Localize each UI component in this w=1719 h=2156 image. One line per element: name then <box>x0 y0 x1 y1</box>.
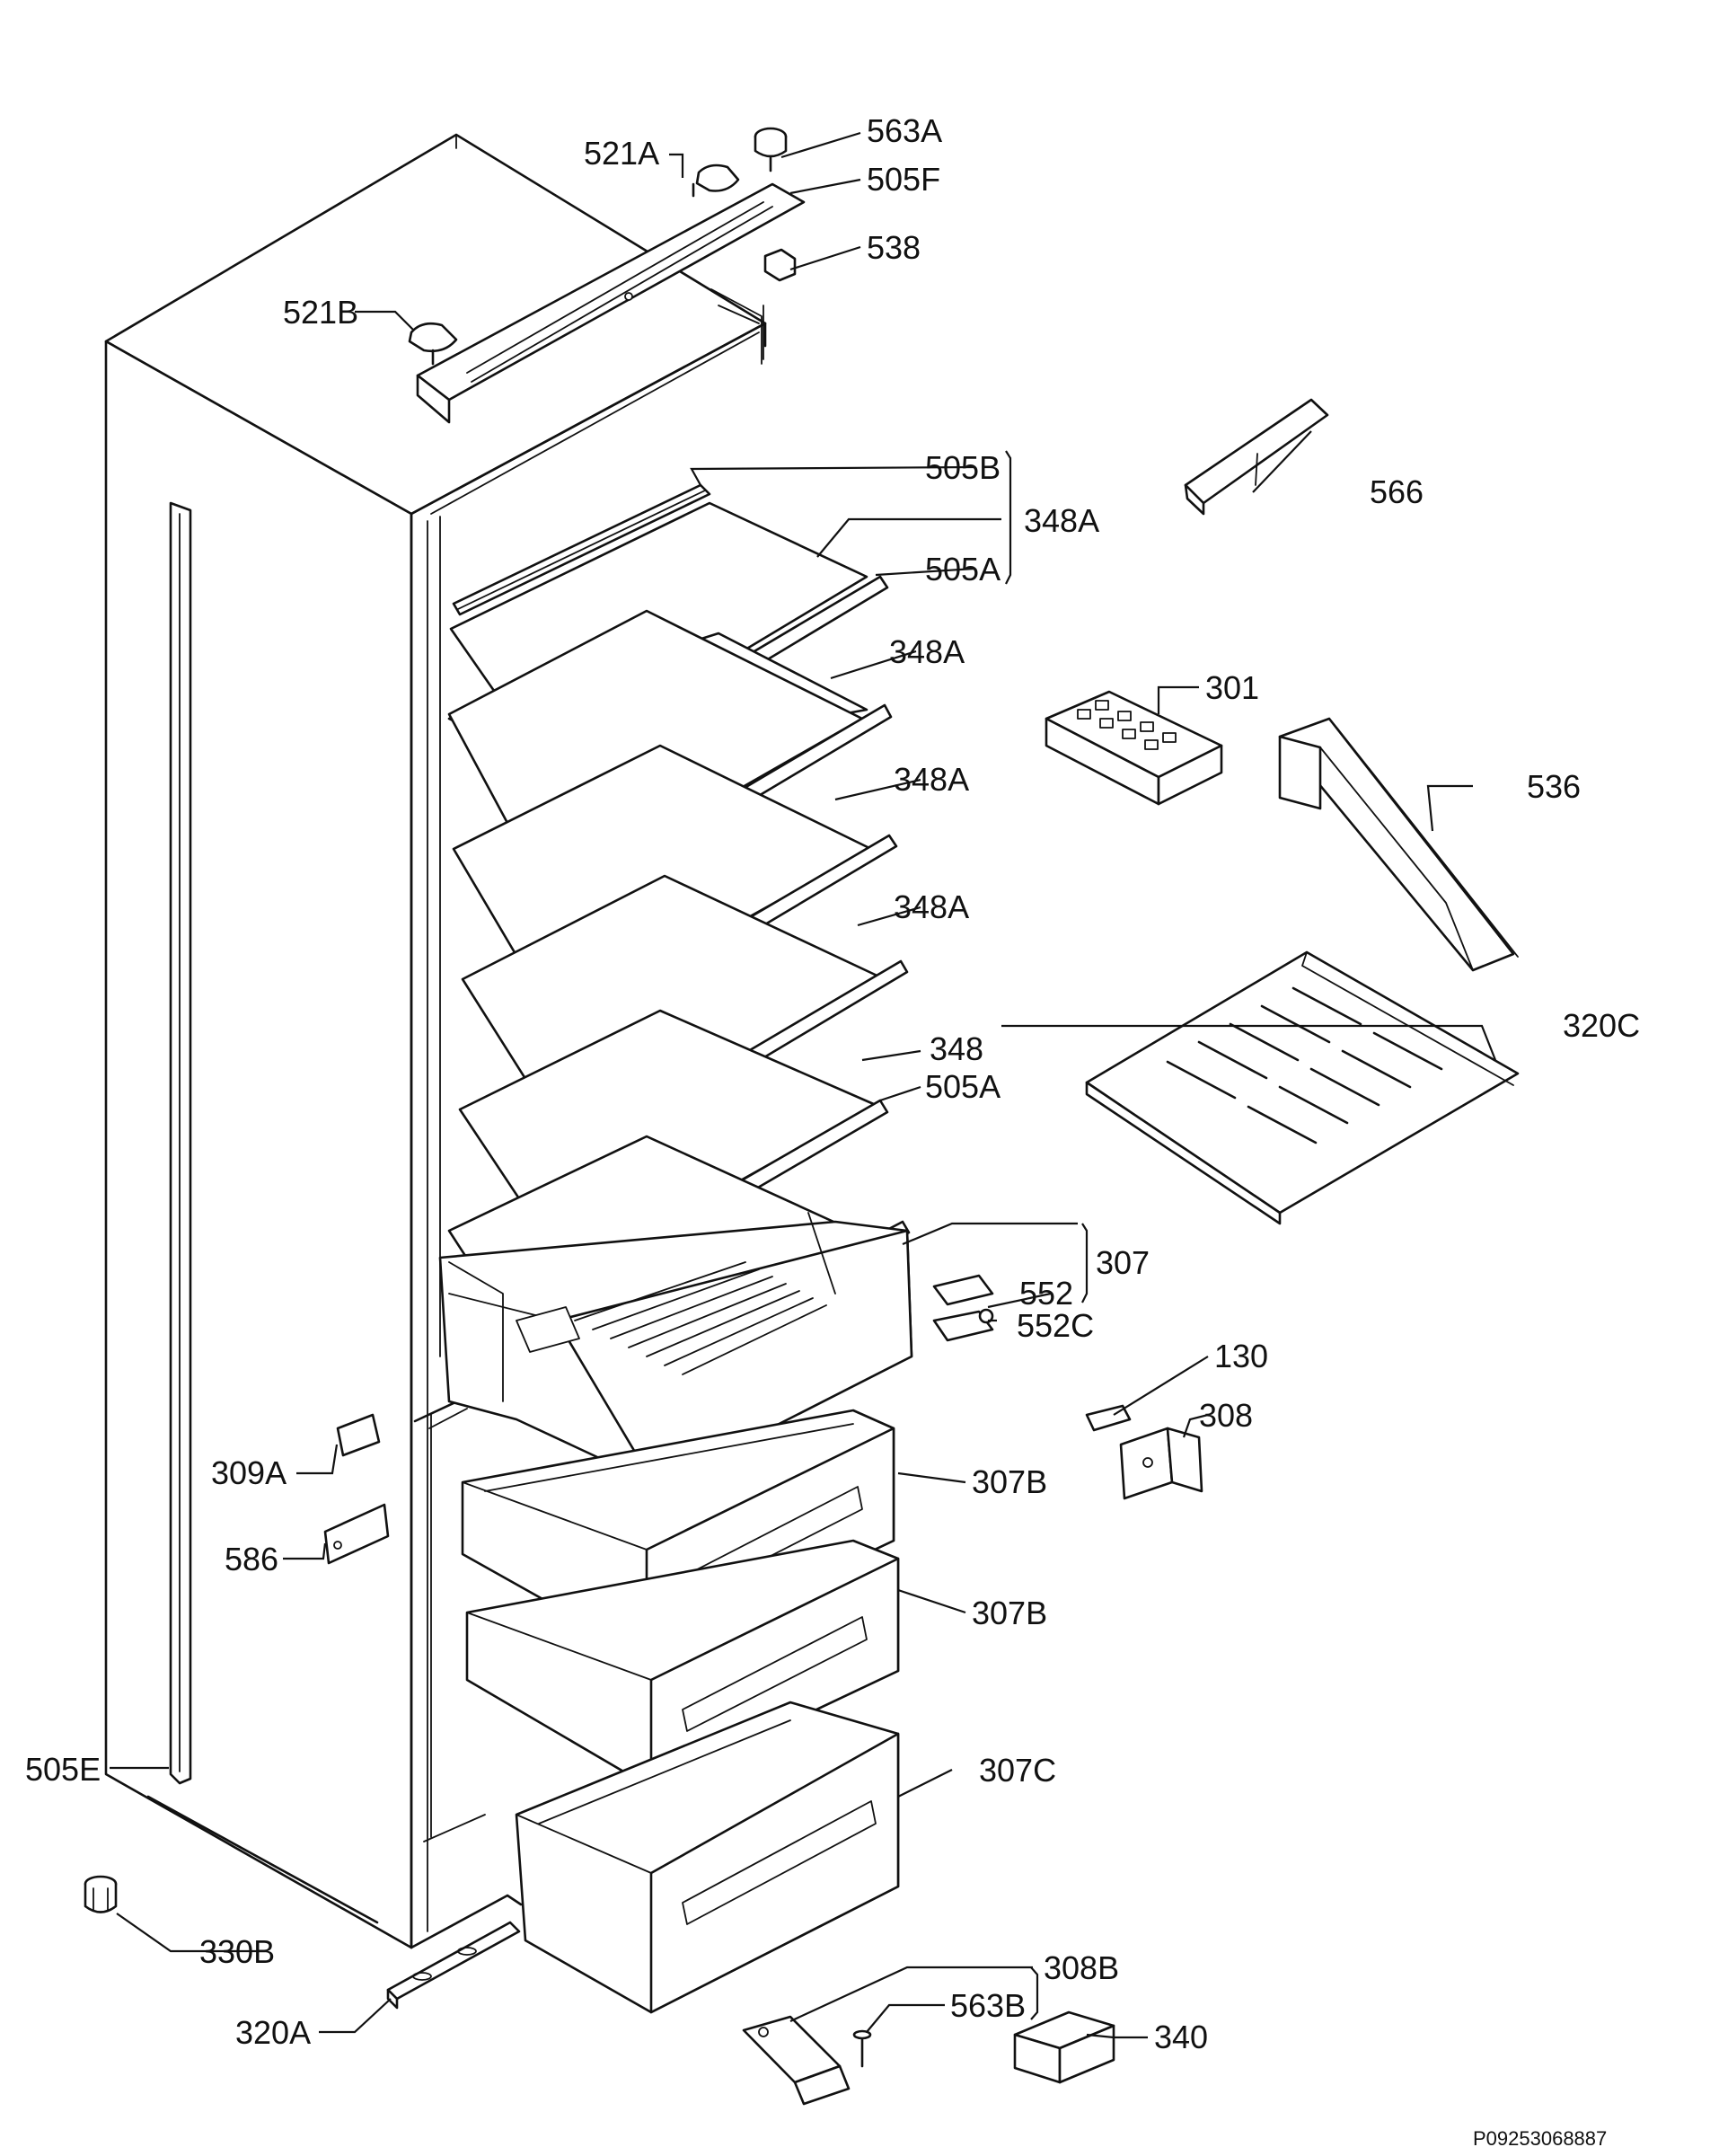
bottom-rail-320a <box>386 1921 521 2010</box>
drawer-307c <box>515 1701 900 2014</box>
label-552c: 552C <box>1017 1307 1094 1344</box>
drawing-code: P09253068887 <box>1473 2127 1607 2150</box>
label-308: 308 <box>1199 1397 1253 1434</box>
label-330b: 330B <box>199 1933 275 1970</box>
hinge-cover-521b <box>408 322 458 366</box>
hinge-pin-563a <box>754 127 788 172</box>
drawer-slide-552 <box>932 1274 994 1342</box>
label-307c: 307C <box>979 1752 1056 1789</box>
label-130: 130 <box>1214 1338 1268 1374</box>
label-566: 566 <box>1370 473 1424 510</box>
label-521b: 521B <box>283 294 358 331</box>
hinge-part-538 <box>763 248 797 282</box>
label-340: 340 <box>1154 2019 1208 2055</box>
label-348a-4: 348A <box>894 888 969 925</box>
label-348: 348 <box>930 1030 983 1067</box>
hinge-308 <box>1119 1427 1203 1500</box>
bottom-hinge-308b <box>742 2015 872 2106</box>
label-536: 536 <box>1527 768 1581 805</box>
shelf-320c <box>1085 950 1520 1225</box>
door-gasket <box>169 501 192 1785</box>
drawer-307b-lower <box>465 1539 900 1789</box>
label-505f: 505F <box>867 161 940 198</box>
label-309a: 309A <box>211 1454 286 1491</box>
label-586: 586 <box>225 1541 278 1577</box>
spacer-566 <box>1184 398 1329 516</box>
label-320a: 320A <box>235 2014 311 2051</box>
label-348a-2: 348A <box>889 633 965 670</box>
box-340 <box>1013 2010 1115 2084</box>
label-505b: 505B <box>925 449 1001 486</box>
label-320c: 320C <box>1563 1007 1640 1044</box>
label-307: 307 <box>1096 1244 1150 1281</box>
label-307b-2: 307B <box>972 1595 1047 1631</box>
top-freezer-drawer <box>438 1212 913 1489</box>
label-308b: 308B <box>1044 1949 1119 1986</box>
hinge-cover-521a <box>692 163 740 198</box>
foot-330b <box>84 1875 118 1913</box>
part-309a <box>336 1413 381 1457</box>
label-505a-top: 505A <box>925 551 1001 588</box>
label-521a: 521A <box>584 135 659 172</box>
label-538: 538 <box>867 229 921 266</box>
label-552: 552 <box>1019 1275 1073 1312</box>
tray-536 <box>1278 717 1519 972</box>
label-307b-1: 307B <box>972 1463 1047 1500</box>
label-563b: 563B <box>950 1987 1026 2024</box>
part-586 <box>323 1503 390 1565</box>
ice-tray-301 <box>1045 690 1223 806</box>
top-hinge-bracket <box>416 182 806 424</box>
label-563a: 563A <box>867 112 942 149</box>
label-505a-low: 505A <box>925 1068 1001 1105</box>
label-348a-group: 348A <box>1024 502 1099 539</box>
label-348a-3: 348A <box>894 761 969 798</box>
part-labels: 563A 521A 505F 538 521B 505B 348A 505A 5… <box>25 112 1640 2150</box>
leader-lines <box>110 131 1497 2039</box>
shelf-rear-trim-505b <box>452 483 711 616</box>
label-301: 301 <box>1205 669 1259 706</box>
label-505e: 505E <box>25 1751 101 1788</box>
